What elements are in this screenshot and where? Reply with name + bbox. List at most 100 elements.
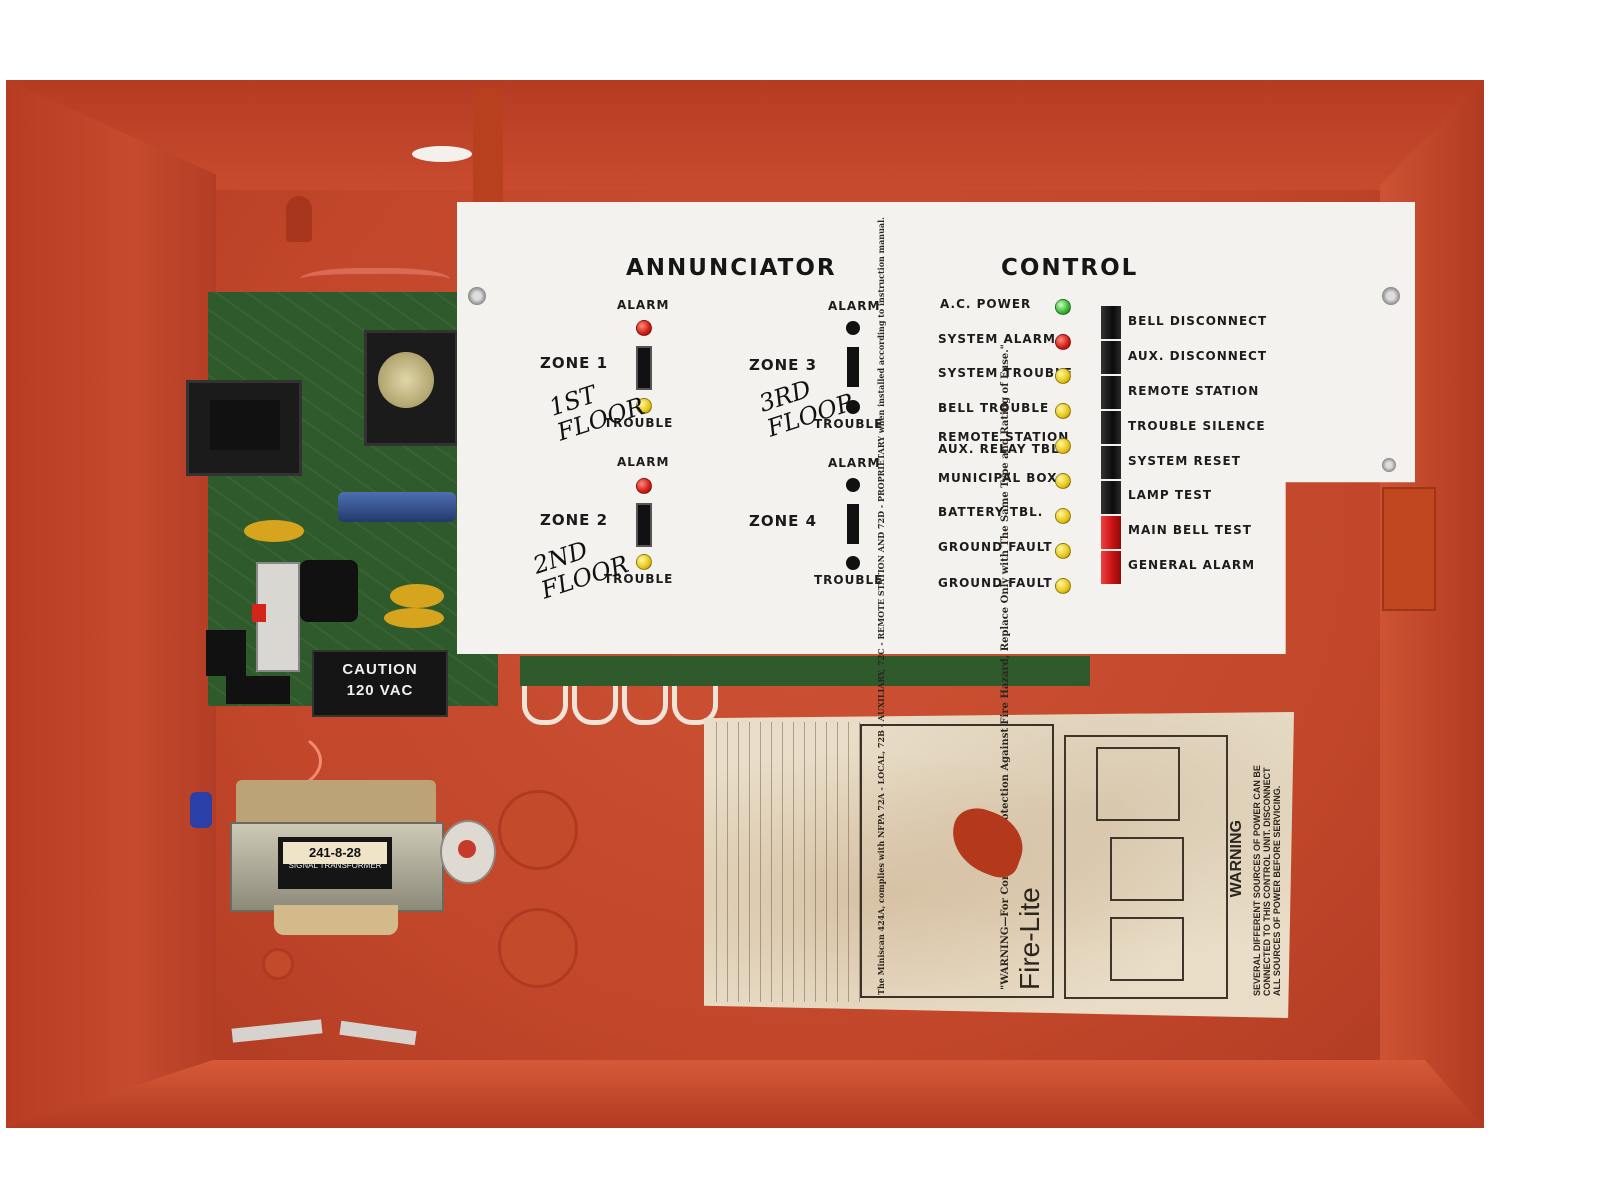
enclosure-divider: [473, 88, 503, 218]
indicator-led-municipal-box: [1055, 473, 1071, 489]
zone4-trouble-label: TROUBLE: [814, 573, 884, 587]
general-alarm-button[interactable]: [1101, 551, 1121, 584]
wire-harness: [300, 268, 450, 296]
zone3-trouble-label: TROUBLE: [814, 417, 884, 431]
zone2-alarm-label: ALARM: [617, 455, 670, 469]
button-label-aux-disconnect: AUX. DISCONNECT: [1128, 349, 1268, 363]
indicator-led-ac-power: [1055, 299, 1071, 315]
mounting-bracket: [1382, 487, 1436, 611]
aux-disconnect-button[interactable]: [1101, 341, 1121, 374]
transformer-terminals: [236, 780, 436, 822]
zone1-alarm-led: [636, 320, 652, 336]
knockout-hole: [262, 948, 294, 980]
fire-lite-logo: Fire-Lite: [1014, 887, 1045, 990]
caution-line2: 120 VAC: [346, 682, 414, 699]
indicator-label-remote-station: REMOTE STATION: [938, 430, 1070, 444]
transformer-label-text: SIGNAL TRANSFORMER: [288, 861, 382, 870]
knockout-hole: [498, 908, 578, 988]
zone4-trouble-led-socket: [846, 556, 860, 570]
bridge-rectifier: [206, 630, 246, 676]
warning-title: WARNING: [1228, 820, 1245, 898]
indicator-label-system-trouble: SYSTEM TROUBLE: [938, 366, 1073, 380]
indicator-led-system-trouble: [1055, 368, 1071, 384]
terminal-block: [226, 676, 290, 704]
zone1-alarm-label: ALARM: [617, 298, 670, 312]
indicator-led-remote-station: [1055, 438, 1071, 454]
button-label-bell-disconnect: BELL DISCONNECT: [1128, 314, 1268, 328]
knockout-hole: [498, 790, 578, 870]
zone3-label: ZONE 3: [749, 356, 818, 374]
lamp-test-button[interactable]: [1101, 481, 1121, 514]
main-bell-test-button[interactable]: [1101, 516, 1121, 549]
capacitor: [384, 608, 444, 628]
enclosure-top-wall: [6, 80, 1484, 190]
zone1-trouble-label: TROUBLE: [604, 416, 674, 430]
indicator-label-battery-tbl: BATTERY TBL.: [938, 505, 1044, 519]
power-transistor: [378, 352, 434, 408]
wire-connector: [190, 792, 212, 828]
panel-screw: [1382, 287, 1400, 305]
caution-label: CAUTION 120 VAC: [312, 650, 448, 717]
indicator-label-ac-power: A.C. POWER: [940, 297, 1032, 311]
remote-station-button[interactable]: [1101, 376, 1121, 409]
indicator-led-bell-trouble: [1055, 403, 1071, 419]
indicator-label-aux-relay: AUX. RELAY TBL.: [938, 442, 1066, 456]
annunciator-control-panel: [457, 202, 1415, 654]
capacitor: [338, 492, 456, 522]
zone4-label: ZONE 4: [749, 512, 818, 530]
annunciator-title: ANNUNCIATOR: [626, 255, 837, 281]
inductor: [300, 560, 358, 622]
fuse-indicator: [252, 604, 266, 622]
button-label-main-bell-test: MAIN BELL TEST: [1128, 523, 1252, 537]
indicator-led-battery-tbl: [1055, 508, 1071, 524]
indicator-label-municipal-box: MUNICIPAL BOX: [938, 471, 1058, 485]
indicator-label-ground-fault-plus: GROUND FAULT +: [938, 540, 1069, 554]
control-title: CONTROL: [1001, 255, 1139, 281]
keyhole-mount: [286, 196, 312, 242]
zone4-alarm-led-socket: [846, 478, 860, 492]
zone3-switch-slot: [847, 347, 859, 387]
button-label-lamp-test: LAMP TEST: [1128, 488, 1213, 502]
trouble-silence-button[interactable]: [1101, 411, 1121, 444]
caution-line1: CAUTION: [342, 661, 418, 678]
capacitor: [244, 520, 304, 542]
zone3-alarm-led-socket: [846, 321, 860, 335]
wire-loop: [622, 660, 668, 725]
wire-loop: [572, 660, 618, 725]
zone2-label: ZONE 2: [540, 511, 609, 529]
indicator-label-bell-trouble: BELL TROUBLE: [938, 401, 1050, 415]
panel-screw: [468, 287, 486, 305]
terminal-strip: [520, 656, 1090, 686]
zone3-alarm-label: ALARM: [828, 299, 881, 313]
zone3-trouble-led-socket: [846, 400, 860, 414]
indicator-led-ground-fault-plus: [1055, 543, 1071, 559]
zone1-disconnect-switch[interactable]: [636, 346, 652, 390]
zone2-disconnect-switch[interactable]: [636, 503, 652, 547]
wire-loop: [522, 660, 568, 725]
zone1-trouble-led: [636, 398, 652, 414]
enclosure-left-wall: [6, 80, 216, 1128]
indicator-led-system-alarm: [1055, 334, 1071, 350]
system-reset-button[interactable]: [1101, 446, 1121, 479]
indicator-led-ground-fault-minus: [1055, 578, 1071, 594]
button-label-trouble-silence: TROUBLE SILENCE: [1128, 419, 1266, 433]
wire-loop: [672, 660, 718, 725]
mounting-slot: [412, 146, 472, 162]
zone4-alarm-label: ALARM: [828, 456, 881, 470]
bell-disconnect-button[interactable]: [1101, 306, 1121, 339]
sheet-text-frame: [860, 724, 1054, 998]
zone4-switch-slot: [847, 504, 859, 544]
warning-text: SEVERAL DIFFERENT SOURCES OF POWER CAN B…: [1252, 765, 1282, 996]
ic-chip: [210, 400, 280, 450]
instruction-sheet: [704, 712, 1294, 1018]
indicator-label-system-alarm: SYSTEM ALARM: [938, 332, 1056, 346]
zone2-trouble-led: [636, 554, 652, 570]
zone1-label: ZONE 1: [540, 354, 609, 372]
transformer-coil: [274, 905, 398, 935]
capacitor: [390, 584, 444, 608]
sheet-text-block: [716, 722, 866, 1002]
button-label-general-alarm: GENERAL ALARM: [1128, 558, 1256, 572]
wiring-schematic: [1064, 735, 1228, 999]
enclosure-bottom-wall: [6, 1060, 1484, 1128]
panel-screw: [1382, 458, 1396, 472]
